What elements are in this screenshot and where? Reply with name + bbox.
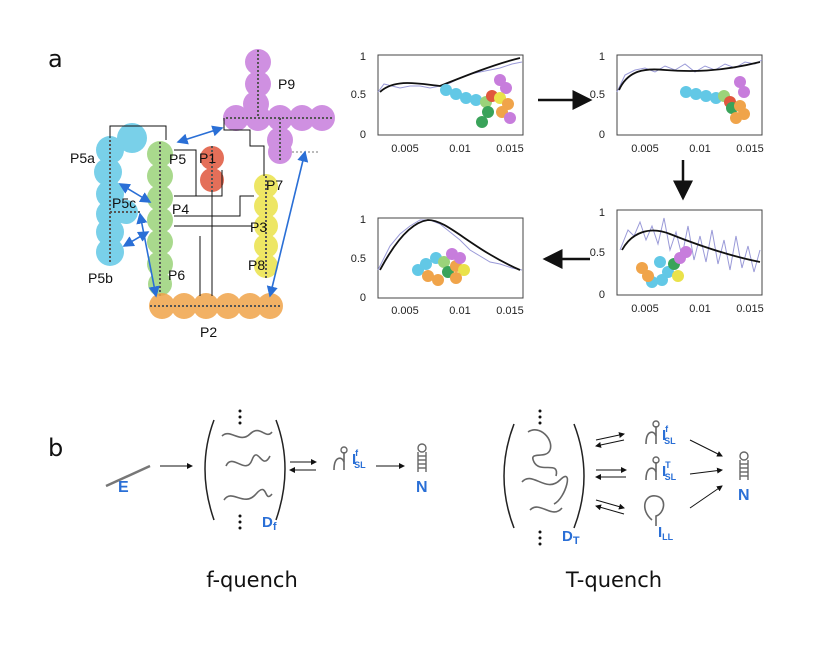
label-p7: P7 (266, 177, 283, 193)
label-p6: P6 (168, 267, 185, 283)
bead-model-3 (636, 246, 692, 288)
ytick-1: 1 (360, 51, 366, 63)
label-p4: P4 (172, 201, 189, 217)
ytick-0: 0 (360, 129, 366, 141)
label-p9: P9 (278, 76, 295, 92)
bead-model-1 (440, 74, 516, 128)
ytick-1: 1 (360, 214, 366, 226)
panel-a-label: a (48, 45, 63, 73)
xtick-0015: 0.015 (736, 303, 764, 315)
t-quench-N: N (738, 487, 750, 504)
xtick-0015: 0.015 (496, 143, 524, 155)
ytick-1: 1 (599, 207, 605, 219)
p5abc-helix (94, 123, 147, 266)
t-quench-I3: ILL (658, 524, 674, 542)
label-p5b: P5b (88, 270, 113, 286)
xtick-0015: 0.015 (736, 143, 764, 155)
saxs-plot-1: 1 0.5 0 0.005 0.01 0.015 (351, 51, 524, 155)
ytick-05: 0.5 (590, 247, 605, 259)
ytick-05: 0.5 (351, 253, 366, 265)
xtick-001: 0.01 (689, 143, 710, 155)
xtick-0005: 0.005 (391, 305, 419, 317)
label-p2: P2 (200, 324, 217, 340)
xtick-0015: 0.015 (496, 305, 524, 317)
xtick-0005: 0.005 (631, 303, 659, 315)
rna-secondary-structure: P9 P5a P5 P1 P5c P4 P7 P3 P5b P6 P8 P2 (70, 49, 335, 340)
t-quench-caption: T-quench (565, 568, 662, 592)
label-p1: P1 (199, 150, 216, 166)
saxs-plot-3: 1 0.5 0 0.005 0.01 0.015 (590, 207, 764, 315)
xtick-001: 0.01 (449, 143, 470, 155)
interaction-arrows (118, 125, 309, 298)
xtick-001: 0.01 (689, 303, 710, 315)
t-quench-D: DT (562, 528, 580, 547)
label-p5c: P5c (112, 195, 136, 211)
f-quench-N: N (416, 479, 428, 496)
panel-b-label: b (48, 434, 63, 462)
bead-model-4 (412, 248, 470, 286)
ytick-0: 0 (599, 129, 605, 141)
f-quench-D: Df (262, 514, 277, 533)
xtick-0005: 0.005 (391, 143, 419, 155)
ytick-0: 0 (360, 292, 366, 304)
label-p3: P3 (250, 219, 267, 235)
saxs-plot-2: 1 0.5 0 0.005 0.01 0.015 (590, 51, 764, 155)
label-p8: P8 (248, 257, 265, 273)
label-p5a: P5a (70, 150, 95, 166)
ytick-1: 1 (599, 51, 605, 63)
f-quench-caption: f-quench (206, 568, 298, 592)
ytick-05: 0.5 (590, 89, 605, 101)
xtick-0005: 0.005 (631, 143, 659, 155)
ytick-0: 0 (599, 289, 605, 301)
ytick-05: 0.5 (351, 89, 366, 101)
f-quench-E: E (118, 479, 129, 496)
bead-model-2 (680, 76, 750, 124)
saxs-plot-4: 1 0.5 0 0.005 0.01 0.015 (351, 214, 524, 317)
label-p5: P5 (169, 151, 186, 167)
xtick-001: 0.01 (449, 305, 470, 317)
